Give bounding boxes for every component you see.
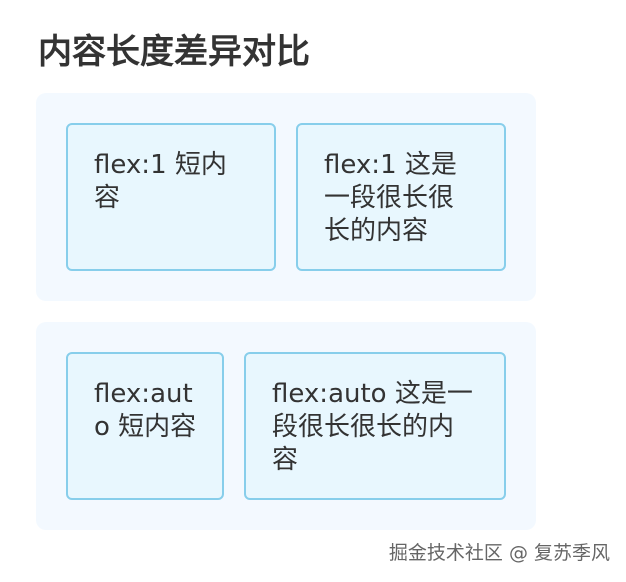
flex-1-demo-container: flex:1 短内容 flex:1 这是一段很长很长的内容 xyxy=(36,93,536,301)
flex-auto-demo-container: flex:auto 短内容 flex:auto 这是一段很长很长的内容 xyxy=(36,322,536,530)
flex-auto-long-content-box: flex:auto 这是一段很长很长的内容 xyxy=(244,352,506,500)
page-title: 内容长度差异对比 xyxy=(38,32,310,72)
flex-1-long-content-box: flex:1 这是一段很长很长的内容 xyxy=(296,123,506,271)
flex-1-short-content-box: flex:1 短内容 xyxy=(66,123,276,271)
watermark: 掘金技术社区 @ 复苏季风 xyxy=(388,542,610,564)
flex-auto-short-content-box: flex:auto 短内容 xyxy=(66,352,224,500)
